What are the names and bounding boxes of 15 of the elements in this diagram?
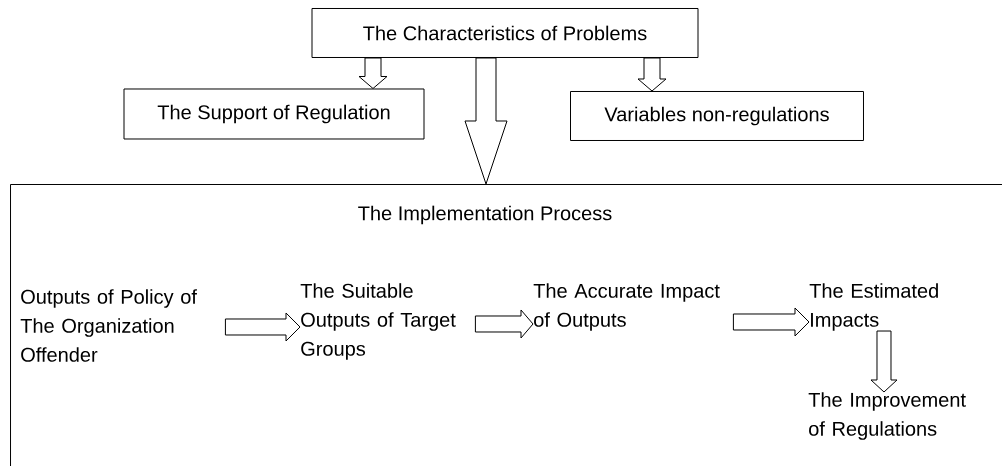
- step-text: The Estimated Impacts: [809, 283, 938, 331]
- text-box: Variables non-regulations: [570, 91, 864, 141]
- block-arrow: [474, 309, 534, 339]
- block-arrow: [358, 57, 388, 89]
- text-box: The Support of Regulation: [123, 88, 425, 140]
- block-arrow: [464, 57, 508, 185]
- text-box: The Characteristics of Problems: [311, 8, 699, 58]
- block-arrow: [637, 57, 667, 92]
- step-text: Outputs of Policy of The Organization Offender: [20, 289, 197, 362]
- step-text: The Accurate Impact of Outputs: [533, 283, 720, 331]
- step-text: The Suitable Outputs of Target Groups: [300, 283, 456, 360]
- step-text: The Improvement of Regulations: [808, 392, 966, 440]
- block-arrow: [732, 307, 810, 337]
- block-arrow: [224, 312, 301, 342]
- block-arrow: [870, 330, 898, 393]
